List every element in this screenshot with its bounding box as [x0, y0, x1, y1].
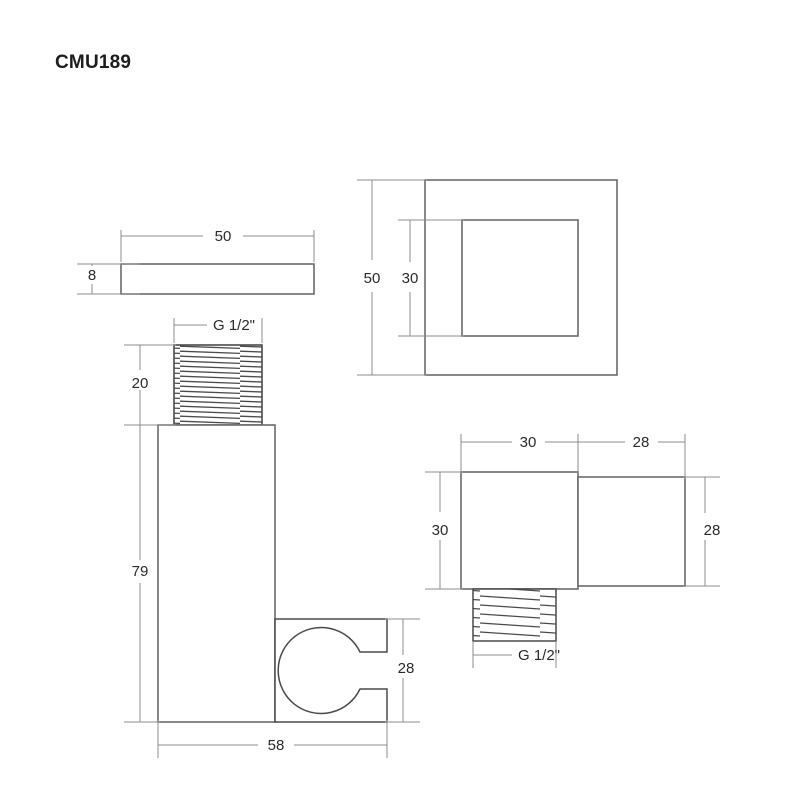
dim-label-body-top-block-width: 30	[520, 434, 537, 451]
view-wall-plate-side: 50 8	[77, 228, 315, 295]
dim-body-side-total-width: 58	[157, 720, 388, 758]
dim-plate-thickness: 8	[77, 263, 140, 295]
dim-label-body-top-bracket-depth: 28	[704, 522, 721, 539]
wall-plate-front-inner	[461, 219, 579, 337]
dim-label-body-top-bracket-width: 28	[633, 434, 650, 451]
dim-label-body-side-height: 79	[132, 563, 149, 580]
body-side-block	[157, 424, 276, 723]
dim-label-body-side-thread: G 1/2"	[213, 317, 255, 334]
dim-label-plate-width: 50	[215, 228, 232, 245]
dim-plate-front-inner: 30	[398, 219, 464, 337]
view-wall-plate-front: 50 30	[357, 179, 618, 376]
dim-body-top-bracket-depth: 28	[683, 476, 721, 587]
dim-body-side-thread-height: 20	[124, 344, 176, 426]
dim-body-side-bracket-height: 28	[385, 618, 420, 723]
dim-label-body-side-thread-height: 20	[132, 375, 149, 392]
body-top-block	[460, 471, 579, 590]
dim-label-plate-thickness: 8	[88, 267, 96, 284]
dim-label-plate-front-inner: 30	[402, 270, 419, 287]
view-body-top: 30 28 30 28	[425, 434, 720, 668]
dim-body-top-block-width: 30	[460, 434, 579, 474]
dim-body-top-block-depth: 30	[425, 471, 463, 590]
dim-body-top-bracket-width: 28	[578, 434, 686, 479]
dim-plate-width: 50	[120, 228, 315, 262]
dim-body-top-thread: G 1/2"	[472, 641, 560, 668]
dim-plate-front-outer: 50	[357, 179, 427, 376]
dim-label-body-top-block-depth: 30	[432, 522, 449, 539]
dim-label-body-side-total-width: 58	[268, 737, 285, 754]
dim-body-side-height: 79	[124, 424, 160, 723]
dim-body-side-thread: G 1/2"	[173, 317, 263, 343]
body-top-bracket	[577, 476, 686, 587]
dim-label-plate-front-outer: 50	[364, 270, 381, 287]
view-body-side: G 1/2" 20 79	[124, 317, 420, 758]
wall-plate-side-outline	[120, 263, 315, 295]
dim-label-body-side-bracket-height: 28	[398, 660, 415, 677]
body-top-thread	[472, 588, 557, 642]
page-title: CMU189	[55, 52, 132, 73]
body-side-thread	[173, 344, 263, 426]
dim-label-body-top-thread: G 1/2"	[518, 647, 560, 664]
body-side-bracket	[274, 618, 388, 723]
